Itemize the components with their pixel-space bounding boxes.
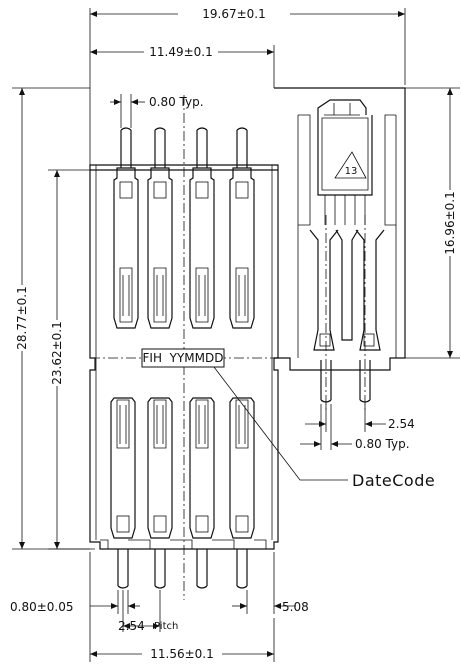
dim-overall-height: 28.77±0.1 — [12, 87, 90, 550]
pitch-label: Pitch — [154, 621, 178, 632]
date-marking: FIH YYMMDD — [141, 348, 225, 368]
lead-width-typ-label: 0.80 Typ. — [149, 95, 204, 109]
pin-bottom-3 — [189, 397, 215, 589]
side-pitch-label: 2.54 — [388, 417, 415, 431]
datecode-label: DateCode — [352, 471, 435, 490]
side-view-body: 13 — [274, 87, 406, 410]
pin-top-3 — [189, 127, 215, 329]
pin-bottom-2 — [147, 397, 173, 589]
overall-height-label: 28.77±0.1 — [15, 286, 29, 350]
overall-width-label: 19.67±0.1 — [202, 7, 266, 21]
pin-top-1 — [113, 127, 139, 329]
front-view-body — [89, 95, 279, 600]
dim-pitch: 2.54 Pitch — [118, 590, 178, 633]
pin-bottom-4 — [229, 397, 255, 589]
marking-label: FIH YYMMDD — [143, 351, 224, 365]
pin-top-4 — [229, 127, 255, 329]
dim-inner-height: 23.62±0.1 — [48, 169, 95, 550]
dim-side-lead-typ: 0.80 Typ. — [300, 404, 410, 451]
dim-inner-width: 11.49±0.1 — [90, 44, 275, 88]
dim-lead-width-typ: 0.80 Typ. — [110, 94, 204, 128]
dim-bottom-lead-width: 0.80±0.05 — [10, 590, 140, 614]
inner-height-label: 23.62±0.1 — [50, 321, 64, 385]
inner-width-label: 11.49±0.1 — [149, 45, 213, 59]
pitch-value: 2.54 — [118, 619, 145, 633]
dim-bottom-width: 11.56±0.1 — [89, 552, 275, 662]
bottom-width-label: 11.56±0.1 — [150, 647, 214, 661]
right-offset-label: 5.08 — [282, 600, 309, 614]
dim-right-offset: 5.08 — [232, 552, 309, 614]
side-height-label: 16.96±0.1 — [443, 191, 457, 255]
dim-overall-width: 19.67±0.1 — [89, 6, 406, 165]
bottom-lead-width-label: 0.80±0.05 — [10, 600, 74, 614]
dim-side-pitch: 2.54 — [305, 404, 415, 432]
pin-bottom-1 — [110, 397, 136, 589]
front-pins — [110, 127, 255, 589]
dim-side-height: 16.96±0.1 — [405, 87, 460, 359]
pin-top-2 — [147, 127, 173, 329]
side-lead-typ-label: 0.80 Typ. — [355, 437, 410, 451]
triangle-code: 13 — [345, 166, 358, 177]
datecode-callout: DateCode — [213, 366, 435, 490]
